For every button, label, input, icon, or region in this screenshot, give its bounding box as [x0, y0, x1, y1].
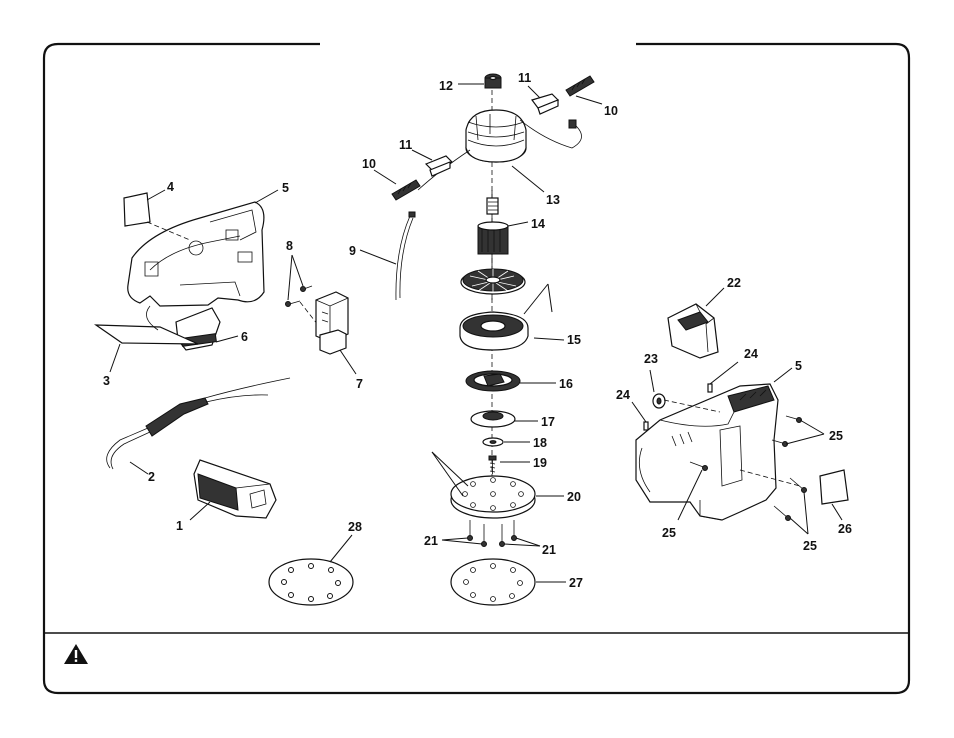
part-1-dust-bag	[189, 459, 277, 521]
part-3-platen-pad	[93, 305, 199, 373]
label-part-11-right: 11	[518, 71, 531, 85]
label-part-10-right: 10	[604, 104, 618, 118]
part-number-labels: 1 2 3 4 5 5 6 7 8 9 10 10 11 11 12 13 14…	[103, 71, 852, 590]
part-24-pin-upper	[707, 361, 739, 393]
part-28-sanding-sheet	[268, 534, 354, 606]
label-part-18: 18	[533, 436, 547, 450]
label-part-14: 14	[531, 217, 545, 231]
label-part-11-left: 11	[399, 138, 412, 152]
label-part-25-left: 25	[662, 526, 676, 540]
label-part-17: 17	[541, 415, 555, 429]
label-part-15: 15	[567, 333, 581, 347]
label-part-25-lower: 25	[803, 539, 817, 553]
part-10-brush-right	[565, 75, 603, 105]
part-21-screws	[441, 520, 541, 547]
label-part-20: 20	[567, 490, 581, 504]
part-11-brush-holder-left	[411, 149, 454, 177]
frame-border	[42, 42, 911, 695]
label-part-19: 19	[533, 456, 547, 470]
fan	[460, 268, 526, 295]
label-part-5-right: 5	[795, 359, 802, 373]
label-part-8: 8	[286, 239, 293, 253]
warning-triangle-icon	[64, 644, 88, 664]
part-26-label	[819, 469, 849, 521]
part-24-pin-lower	[631, 401, 649, 431]
label-part-21-left: 21	[424, 534, 438, 548]
label-part-5-left: 5	[282, 181, 289, 195]
label-part-16: 16	[559, 377, 573, 391]
part-10-brush-left	[373, 169, 421, 201]
label-part-1: 1	[176, 519, 183, 533]
label-part-24-upper: 24	[744, 347, 758, 361]
label-part-4: 4	[167, 180, 174, 194]
part-15-bearing-housing	[459, 283, 565, 351]
part-22-cap	[667, 287, 725, 359]
part-25-screw-left	[677, 461, 708, 521]
label-part-10-left: 10	[362, 157, 376, 171]
label-part-24-lower: 24	[616, 388, 630, 402]
label-part-3: 3	[103, 374, 110, 388]
part-25-screws-lower	[773, 477, 809, 535]
part-13-field-coil	[417, 109, 582, 193]
label-part-9: 9	[349, 244, 356, 258]
label-part-22: 22	[727, 276, 741, 290]
part-27-sanding-sheet	[450, 558, 566, 606]
label-part-25-upper: 25	[829, 429, 843, 443]
part-20-backing-pad	[431, 451, 564, 519]
part-4-label	[123, 189, 166, 227]
part-16-counterweight	[465, 370, 556, 392]
part-12-bearing	[458, 73, 502, 89]
part-18-washer	[482, 437, 530, 447]
label-part-26: 26	[838, 522, 852, 536]
part-5-housing-left	[127, 189, 279, 307]
label-part-21-right: 21	[542, 543, 556, 557]
label-part-7: 7	[356, 377, 363, 391]
part-8-screws	[285, 254, 319, 326]
part-11-brush-holder-right	[527, 85, 560, 115]
part-25-screws-upper	[771, 415, 825, 447]
part-2-power-cord	[106, 377, 291, 475]
label-part-27: 27	[569, 576, 583, 590]
part-7-switch	[315, 291, 357, 375]
part-5-housing-right	[635, 367, 801, 521]
label-part-6: 6	[241, 330, 248, 344]
label-part-23: 23	[644, 352, 658, 366]
part-17-bearing	[470, 410, 538, 428]
label-part-2: 2	[148, 470, 155, 484]
label-part-13: 13	[546, 193, 560, 207]
label-part-28: 28	[348, 520, 362, 534]
label-part-12: 12	[439, 79, 453, 93]
part-19-screw	[488, 455, 530, 474]
part-9-wire	[359, 211, 416, 301]
part-23-washer	[649, 369, 666, 409]
